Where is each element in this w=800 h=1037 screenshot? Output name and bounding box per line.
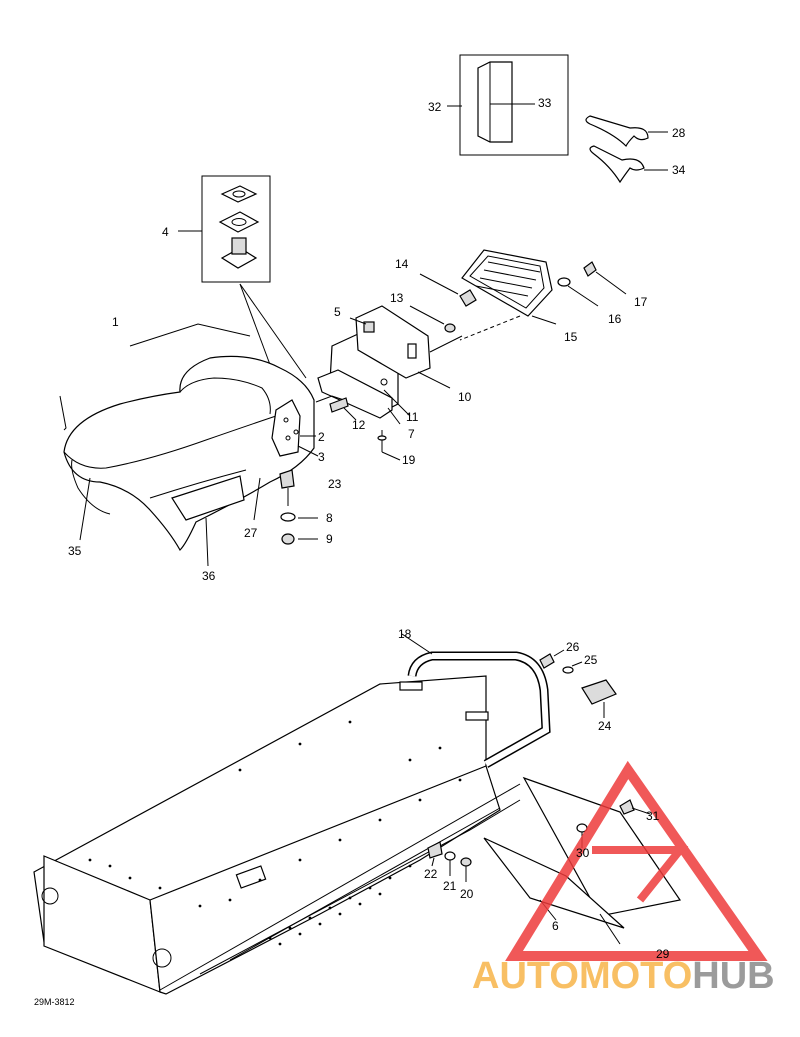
part-19-grommet — [377, 435, 387, 441]
callout-2: 2 — [318, 430, 325, 444]
part-31-screw — [619, 799, 635, 815]
callout-11: 11 — [406, 410, 419, 424]
part-14-bulb — [459, 289, 477, 307]
part-17-screw — [583, 261, 597, 277]
part-7-plate — [317, 369, 393, 419]
part-26-screw — [539, 653, 555, 669]
tail-light-bracket-group — [315, 305, 463, 461]
callout-12: 12 — [352, 418, 366, 432]
part-25-washer — [562, 666, 574, 674]
part-16-washer — [557, 277, 571, 287]
callout-29: 29 — [656, 947, 670, 961]
drawing-code: 29M-3812 — [34, 997, 75, 1007]
part-9-nut — [281, 533, 295, 545]
part-22-bolt — [427, 841, 443, 859]
callout-14: 14 — [395, 257, 409, 271]
callout-36: 36 — [202, 569, 216, 583]
part-10-window — [407, 343, 417, 359]
seat-assembly-group — [59, 323, 319, 567]
kit-4-plate — [218, 211, 260, 233]
watermark-triangle — [505, 760, 768, 961]
hardware-kit-group — [178, 175, 307, 379]
callout-34: 34 — [672, 163, 686, 177]
tunnel-slot-1 — [399, 681, 423, 691]
callout-23: 23 — [328, 477, 342, 491]
callout-1: 1 — [112, 315, 119, 329]
callout-30: 30 — [576, 846, 590, 860]
callout-4: 4 — [162, 225, 169, 239]
tail-light-group — [409, 249, 627, 341]
rear-tunnel-group — [33, 675, 521, 995]
kit-4-connector — [231, 237, 247, 255]
callout-5: 5 — [334, 305, 341, 319]
callout-21: 21 — [443, 879, 457, 893]
part-8-washer — [280, 512, 296, 522]
callout-6: 6 — [552, 919, 559, 933]
part-5-clip — [363, 321, 375, 333]
part-24-plate — [581, 679, 617, 705]
part-36-seat-panel — [171, 475, 245, 521]
part-21-washer — [444, 851, 456, 861]
callout-15: 15 — [564, 330, 578, 344]
part-20-nut — [460, 857, 472, 867]
part-2-latch-plate — [271, 399, 301, 457]
part-33-touchup-stick — [477, 61, 513, 143]
callout-13: 13 — [390, 291, 404, 305]
part-13-nut — [444, 323, 456, 333]
callout-20: 20 — [460, 887, 474, 901]
callout-25: 25 — [584, 653, 598, 667]
callout-3: 3 — [318, 450, 325, 464]
tunnel-holes — [88, 720, 462, 946]
touch-up-kit-group — [447, 54, 569, 156]
callout-27: 27 — [244, 526, 258, 540]
seat-fastener-group — [279, 469, 318, 545]
callout-35: 35 — [68, 544, 82, 558]
part-12-screw — [329, 397, 349, 413]
callout-31: 31 — [646, 809, 660, 823]
callout-24: 24 — [598, 719, 612, 733]
callout-7: 7 — [408, 427, 415, 441]
callout-22: 22 — [424, 867, 438, 881]
spanner-wrenches-group — [585, 115, 668, 184]
callout-17: 17 — [634, 295, 648, 309]
watermark-logo: AUTOMOTOHUB — [472, 760, 775, 997]
callout-9: 9 — [326, 532, 333, 546]
kit-frame — [459, 54, 569, 156]
part-1-seat — [63, 355, 315, 551]
watermark-triangle-inner — [592, 846, 689, 903]
tunnel-slot-2 — [465, 711, 489, 721]
callout-19: 19 — [402, 453, 416, 467]
part-23-pin — [279, 469, 295, 489]
callout-8: 8 — [326, 511, 333, 525]
callout-labels: 1 2 3 4 5 6 7 8 9 10 11 12 13 14 15 16 1… — [68, 96, 686, 961]
callout-33: 33 — [538, 96, 552, 110]
kit-4-frame — [201, 175, 271, 283]
grab-bar-group — [401, 633, 551, 768]
callout-32: 32 — [428, 100, 442, 114]
part-18-grab-bar — [409, 653, 550, 767]
license-plate-bracket-group — [539, 649, 617, 718]
callout-28: 28 — [672, 126, 686, 140]
callout-16: 16 — [608, 312, 622, 326]
callout-10: 10 — [458, 390, 472, 404]
callout-26: 26 — [566, 640, 580, 654]
kit-4-gasket — [220, 185, 258, 203]
part-28-wrench — [585, 115, 649, 148]
callout-18: 18 — [398, 627, 412, 641]
tunnel-vent — [235, 865, 267, 889]
rear-fastener-group — [427, 841, 472, 882]
part-34-wrench — [589, 145, 645, 184]
watermark-text: AUTOMOTOHUB — [472, 955, 775, 997]
